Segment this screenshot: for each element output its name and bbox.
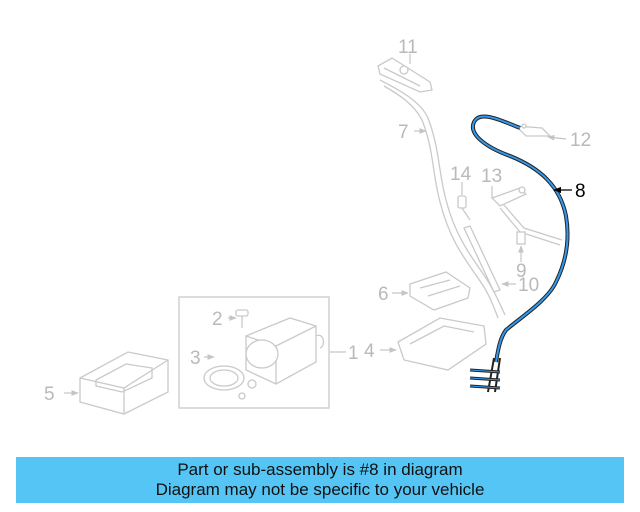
callout-1: 1	[348, 343, 359, 364]
callout-6: 6	[378, 284, 389, 305]
part-5-tray	[79, 351, 169, 415]
part-3-seal	[203, 365, 257, 400]
callout-5: 5	[44, 384, 55, 405]
callout-11: 11	[398, 37, 418, 58]
assembly-box	[178, 296, 330, 409]
info-banner: Part or sub-assembly is #8 in diagram Di…	[16, 457, 624, 503]
callout-8: 8	[575, 181, 586, 202]
part-8-line-highlighted	[469, 114, 570, 393]
part-1-module	[245, 317, 325, 385]
part-6-bracket	[409, 271, 471, 311]
part-9-hose	[499, 204, 563, 246]
callout-10: 10	[518, 275, 539, 296]
callout-7: 7	[398, 122, 409, 143]
leader-12	[547, 134, 567, 141]
callout-2: 2	[212, 309, 223, 330]
part-10-strip	[463, 225, 501, 293]
banner-line-1: Part or sub-assembly is #8 in diagram	[177, 460, 463, 479]
banner-line-2: Diagram may not be specific to your vehi…	[155, 480, 485, 499]
callout-3: 3	[190, 348, 201, 369]
part-11-bracket	[377, 57, 433, 93]
part-14-fitting	[457, 195, 471, 221]
callout-13: 13	[481, 166, 502, 187]
part-7-cable	[379, 79, 506, 319]
callout-14: 14	[450, 164, 472, 185]
part-4-tray	[397, 317, 487, 371]
part-2-bolt	[235, 309, 249, 328]
callout-12: 12	[570, 130, 591, 151]
part-13-clip	[490, 186, 528, 207]
part-12-clip	[514, 123, 552, 137]
parts-diagram: 1 2 3 4 5 6 7 8 9 10 11 12 13 14	[44, 37, 591, 415]
callout-4: 4	[364, 341, 375, 362]
callout-9: 9	[516, 261, 527, 282]
